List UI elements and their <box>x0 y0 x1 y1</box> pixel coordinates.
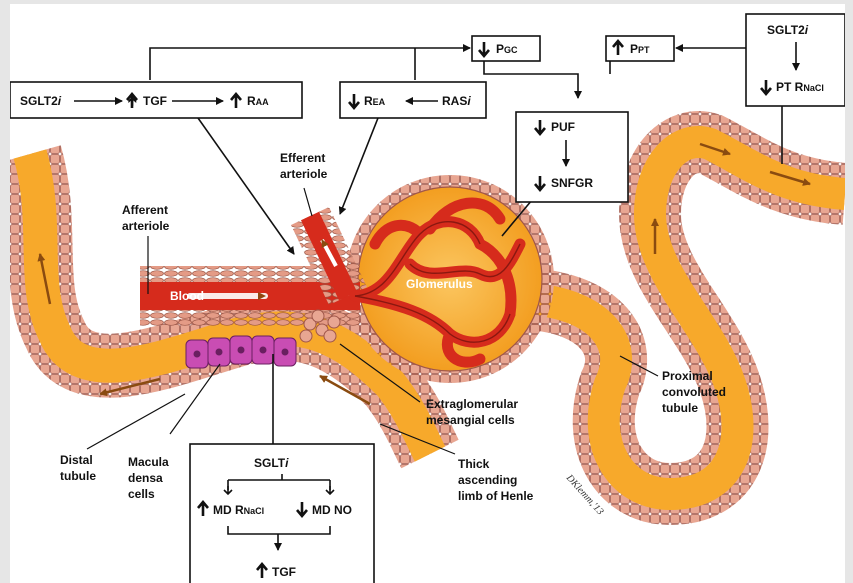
svg-text:RAA: RAA <box>247 94 269 108</box>
diagram-canvas: SGLT2i 🡱 TGF RAA REA RASi PGC PPT SGLT2i… <box>10 4 845 583</box>
label-thick-1: Thick <box>458 457 490 471</box>
label-distal-1: Distal <box>60 453 93 467</box>
svg-text:MD NO: MD NO <box>312 503 352 517</box>
svg-text:MD RNaCl: MD RNaCl <box>213 503 264 517</box>
svg-text:PPT: PPT <box>630 42 650 56</box>
kidney-diagram: SGLT2i 🡱 TGF RAA REA RASi PGC PPT SGLT2i… <box>10 4 845 583</box>
label-blood: Blood <box>170 289 204 303</box>
svg-text:REA: REA <box>364 94 386 108</box>
label-extraglomerular-2: mesangial cells <box>426 413 515 427</box>
label-macula-2: densa <box>128 471 163 485</box>
label-thick-2: ascending <box>458 473 517 487</box>
label-extraglomerular-1: Extraglomerular <box>426 397 518 411</box>
box-sglt2i-pt-rnacl: SGLT2i PT RNaCl <box>746 14 845 106</box>
svg-text:PGC: PGC <box>496 42 518 56</box>
svg-text:SNFGR: SNFGR <box>551 176 593 190</box>
box-puf-snfgr: PUF SNFGR <box>516 112 628 202</box>
label-proximal-2: convoluted <box>662 385 726 399</box>
svg-text:PT RNaCl: PT RNaCl <box>776 80 824 94</box>
box-pgc: PGC <box>472 36 540 61</box>
box-ppt: PPT <box>606 36 674 61</box>
label-glomerulus: Glomerulus <box>406 277 473 291</box>
label-efferent-2: arteriole <box>280 167 328 181</box>
svg-text:RASi: RASi <box>442 94 471 108</box>
label-afferent-1: Afferent <box>122 203 168 217</box>
label-macula-3: cells <box>128 487 155 501</box>
label-distal-2: tubule <box>60 469 96 483</box>
label-proximal-1: Proximal <box>662 369 713 383</box>
label-thick-3: limb of Henle <box>458 489 534 503</box>
svg-text:TGF: TGF <box>143 94 167 108</box>
box-rea-rasi: REA RASi <box>340 82 486 118</box>
svg-text:PUF: PUF <box>551 120 575 134</box>
label-efferent-1: Efferent <box>280 151 325 165</box>
svg-text:TGF: TGF <box>272 565 296 579</box>
macula-densa-cells <box>186 336 296 368</box>
box-sgltI-md: SGLTi MD RNaCl MD NO TGF <box>190 444 374 583</box>
label-proximal-3: tubule <box>662 401 698 415</box>
box-sglt2i-tgf-raa: SGLT2i 🡱 TGF RAA <box>10 82 302 118</box>
svg-text:SGLT2i: SGLT2i <box>767 23 809 37</box>
label-afferent-2: arteriole <box>122 219 170 233</box>
svg-text:SGLTi: SGLTi <box>254 456 289 470</box>
label-macula-1: Macula <box>128 455 169 469</box>
svg-text:SGLT2i: SGLT2i <box>20 94 62 108</box>
